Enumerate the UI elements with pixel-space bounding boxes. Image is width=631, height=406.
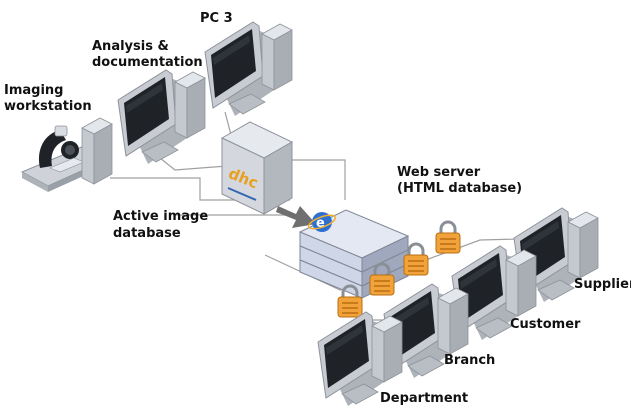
label-analysis-line1: Analysis & bbox=[92, 39, 169, 54]
padlock-icon bbox=[434, 220, 462, 255]
tower-pc-icon bbox=[505, 249, 537, 317]
label-supplier: Supplier bbox=[574, 277, 631, 292]
label-analysis-line2: documentation bbox=[92, 55, 203, 70]
label-active-db-line2: database bbox=[113, 226, 181, 241]
labels: Imaging workstation Analysis & documenta… bbox=[4, 11, 631, 406]
tower-pc-icon bbox=[81, 117, 113, 185]
tower-pc-icon bbox=[174, 71, 206, 139]
internet-explorer-icon: e bbox=[307, 212, 337, 232]
tower-pc-icon bbox=[371, 315, 403, 383]
label-department: Department bbox=[380, 391, 468, 406]
label-active-db-line1: Active image bbox=[113, 209, 208, 224]
pc3-pc bbox=[204, 21, 293, 117]
imaging-workstation bbox=[20, 117, 113, 192]
label-web-server-line2: (HTML database) bbox=[397, 181, 522, 196]
label-pc3: PC 3 bbox=[200, 11, 233, 26]
label-imaging-line2: workstation bbox=[4, 99, 92, 114]
label-web-server-line1: Web server bbox=[397, 165, 481, 180]
active-image-database-server: dhc bbox=[220, 121, 294, 215]
svg-text:e: e bbox=[316, 216, 325, 231]
analysis-documentation-pc bbox=[117, 69, 206, 165]
tower-pc-icon bbox=[261, 23, 293, 91]
tower-pc-icon bbox=[437, 287, 469, 355]
label-branch: Branch bbox=[444, 353, 495, 368]
label-customer: Customer bbox=[510, 317, 581, 332]
label-imaging-line1: Imaging bbox=[4, 83, 63, 98]
tower-pc-icon bbox=[567, 211, 599, 279]
data-flow-arrow bbox=[276, 206, 316, 228]
